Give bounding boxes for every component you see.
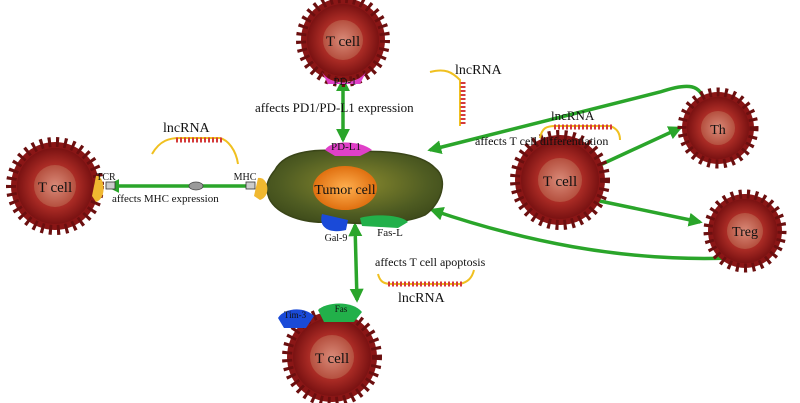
tdiff-effect-label: affects T cell differentiation xyxy=(475,134,608,148)
arrow-tcell-to-treg xyxy=(594,198,703,227)
t-cell-right-core xyxy=(538,158,582,202)
pd1-label: PD-1 xyxy=(333,76,356,88)
th-cell-label: Th xyxy=(710,123,726,138)
th-cell: Th xyxy=(677,87,759,169)
lncrna-bottom-label: lncRNA xyxy=(398,291,446,306)
mhc-link-dot xyxy=(188,181,204,191)
treg-cell-core xyxy=(727,213,763,249)
fasl-receptor-shape xyxy=(360,215,408,228)
tumor-nucleus xyxy=(313,166,377,210)
t-cell-left: T cell xyxy=(6,137,104,235)
t-cell-top-label: T cell xyxy=(326,34,360,50)
fas-label: Fas xyxy=(335,304,348,314)
pdl1-label: PD-L1 xyxy=(331,141,361,153)
lncrna-right: lncRNA xyxy=(539,108,621,141)
tcr-connector xyxy=(105,181,116,190)
t-cell-right-label: T cell xyxy=(543,174,577,190)
arrow-tcell-to-th xyxy=(599,126,683,167)
treg-cell: Treg xyxy=(703,189,787,273)
th-cell-core xyxy=(701,111,735,145)
gal9-label: Gal-9 xyxy=(325,233,348,244)
lncrna-top-strand xyxy=(429,69,461,126)
pd1-receptor-shape xyxy=(322,72,366,84)
apoptosis-effect-label: affects T cell apoptosis xyxy=(375,255,486,269)
fas-receptor-shape xyxy=(318,303,362,322)
mhc-label: MHC xyxy=(234,172,257,183)
gal9-receptor-shape xyxy=(321,214,348,232)
tcr-label: TCR xyxy=(96,172,116,183)
lncrna-left-label: lncRNA xyxy=(163,121,211,136)
mhc-receptor-shape xyxy=(254,177,268,200)
lncrna-left-strand xyxy=(151,137,239,165)
t-cell-bottom: T cell xyxy=(282,307,382,403)
arrow-fasl-fas xyxy=(348,222,364,303)
tumor-cell-label: Tumor cell xyxy=(314,183,375,198)
t-cell-bottom-core xyxy=(310,335,354,379)
t-cell-left-core xyxy=(34,165,76,207)
t-cell-top: T cell xyxy=(296,0,390,87)
tim3-label: Tim-3 xyxy=(284,310,307,320)
lncrna-top: lncRNA xyxy=(429,63,503,126)
mhc-effect-label: affects MHC expression xyxy=(112,193,219,205)
t-cell-right: T cell xyxy=(510,130,610,230)
tim3-receptor-shape xyxy=(278,309,314,328)
lncrna-bottom: lncRNA xyxy=(377,269,475,306)
pd1-effect-label: affects PD1/PD-L1 expression xyxy=(255,100,414,115)
lncrna-left: lncRNA xyxy=(151,121,239,165)
pdl1-receptor-shape xyxy=(325,142,372,156)
treg-cell-label: Treg xyxy=(732,225,758,240)
t-cell-bottom-label: T cell xyxy=(315,351,349,367)
t-cell-left-label: T cell xyxy=(38,180,72,196)
arrow-treg-to-tumor xyxy=(429,206,731,261)
t-cell-top-core xyxy=(323,20,363,60)
tumor-cell: Tumor cell xyxy=(265,149,444,225)
fasl-label: Fas-L xyxy=(377,227,403,239)
lncrna-top-label: lncRNA xyxy=(455,63,503,78)
mhc-connector xyxy=(245,181,256,190)
lncrna-right-label: lncRNA xyxy=(551,108,595,123)
tcr-receptor-shape xyxy=(92,175,104,202)
